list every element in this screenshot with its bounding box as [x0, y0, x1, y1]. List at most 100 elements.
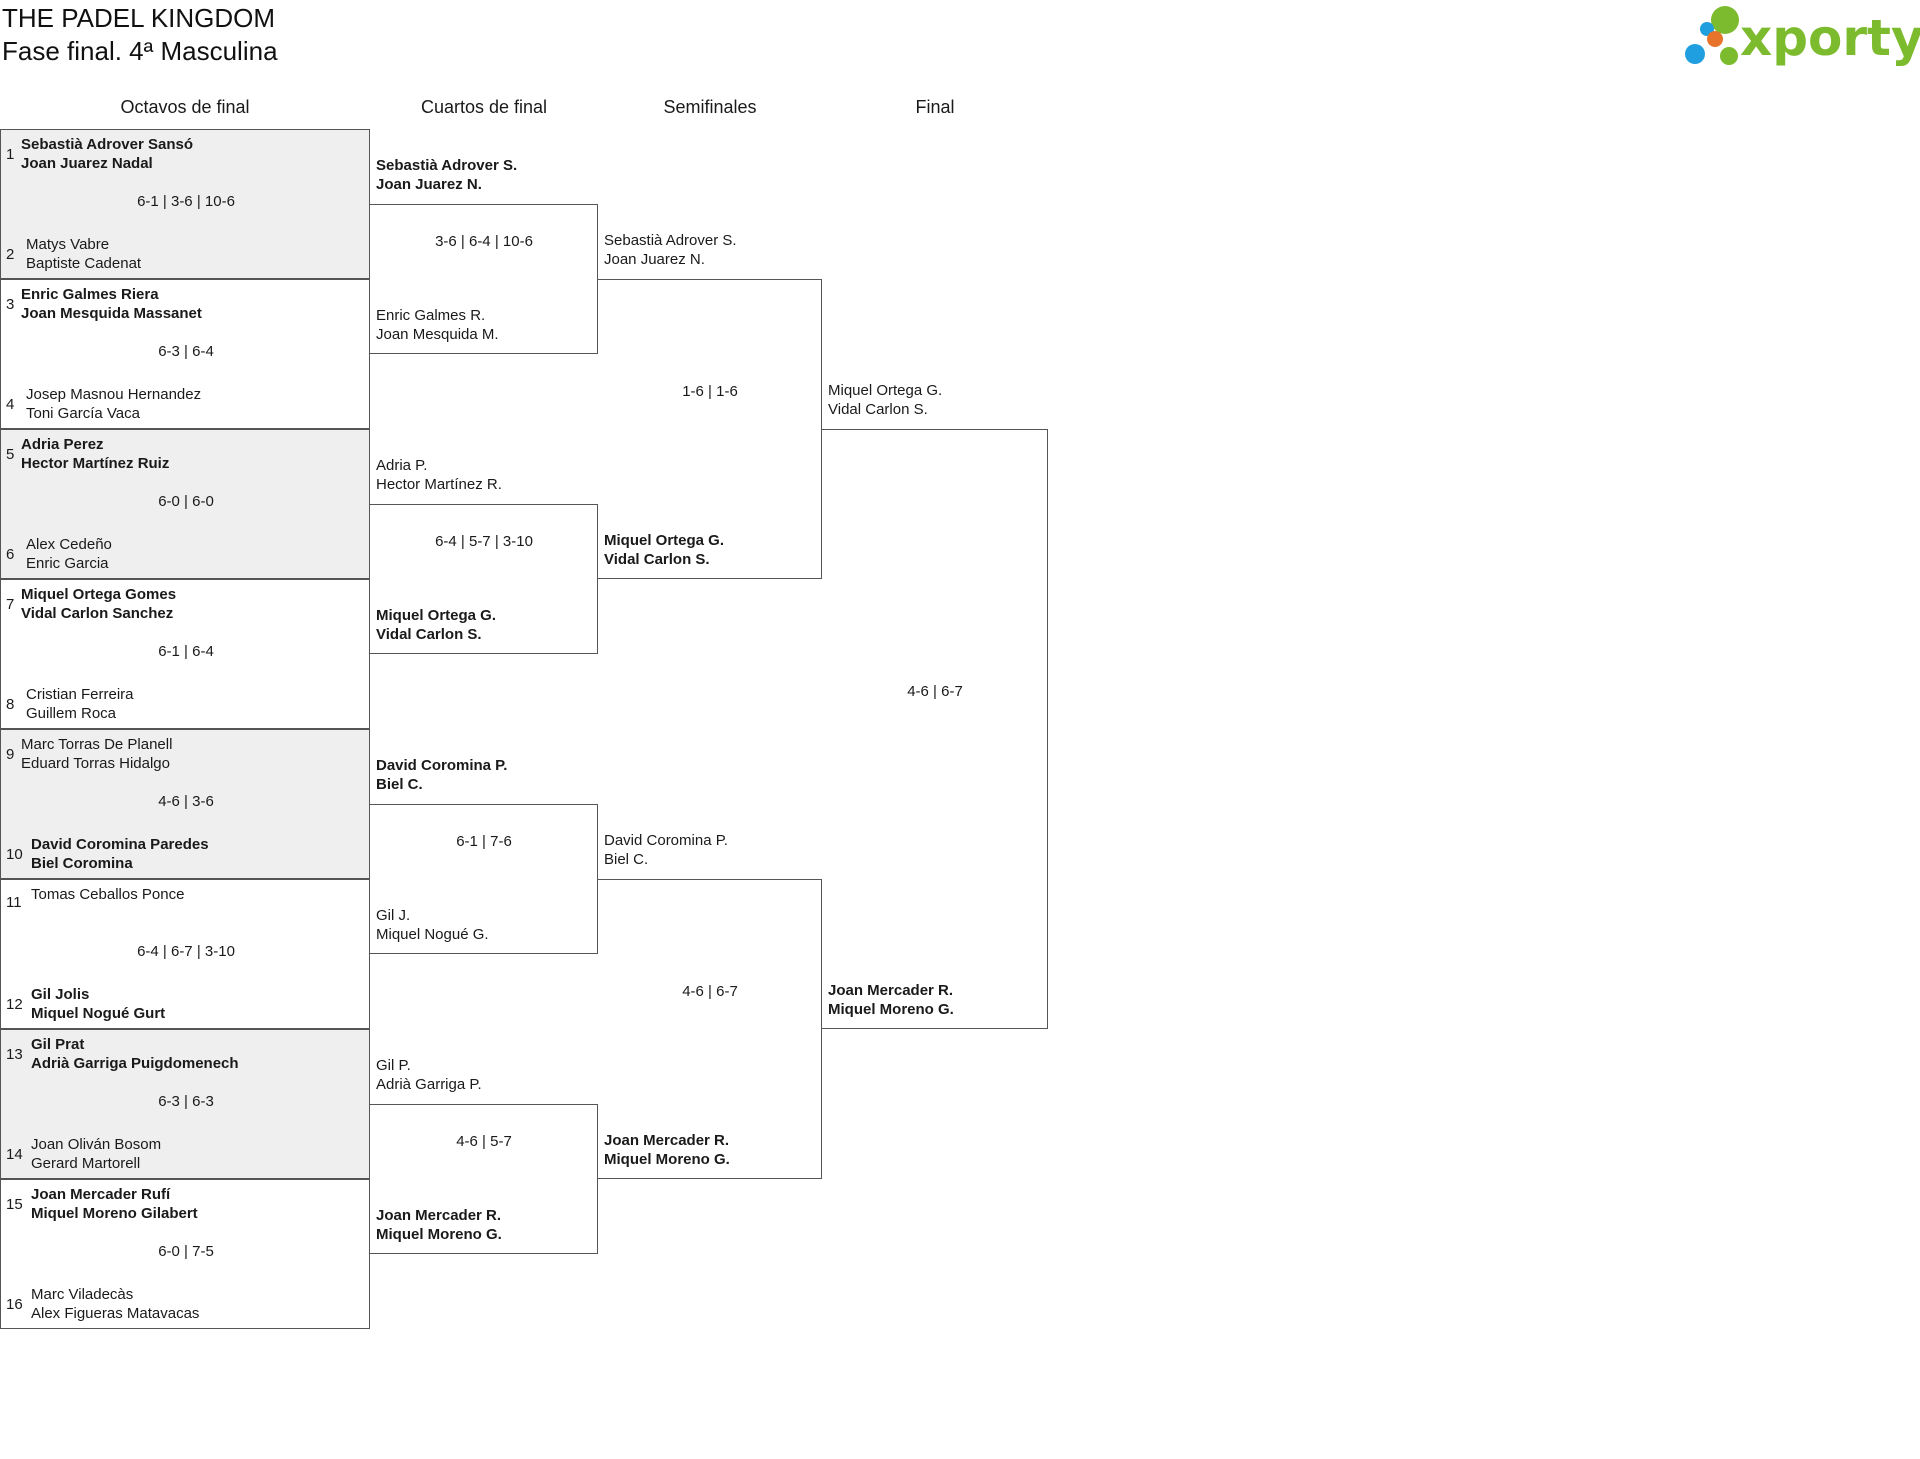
player-name: David Coromina P. — [376, 757, 508, 774]
seed-number: 13 — [6, 1046, 23, 1063]
qf-connector — [370, 204, 598, 354]
player-name: Sebastià Adrover S. — [376, 157, 518, 174]
player-name: Vidal Carlon S. — [376, 626, 482, 643]
qf-team-b: Joan Mercader R. Miquel Moreno G. — [376, 1206, 502, 1244]
match-score: 6-0 | 6-0 — [158, 493, 214, 510]
player-name: David Coromina Paredes — [31, 836, 209, 853]
logo-dot-green-icon — [1711, 6, 1739, 34]
player-name: Eduard Torras Hidalgo — [21, 755, 170, 772]
sf-connector — [598, 279, 822, 579]
player-name: Hector Martínez Ruiz — [21, 455, 170, 472]
logo-dot-blue-large-icon — [1685, 44, 1705, 64]
seed-number: 14 — [6, 1146, 23, 1163]
sf-connector — [598, 879, 822, 1179]
player-name: Miquel Ortega Gomes — [21, 586, 177, 603]
player-name: Marc Viladecàs — [31, 1286, 134, 1303]
sf-team-a: Sebastià Adrover S. Joan Juarez N. — [604, 231, 737, 269]
player-name: Enric Garcia — [26, 555, 109, 572]
qf-team-b: Enric Galmes R.Joan Mesquida M. — [376, 306, 499, 344]
qf-team-a: Adria P.Hector Martínez R. — [376, 456, 502, 494]
sf-team-a: David Coromina P. Biel C. — [604, 831, 728, 869]
player-name: Guillem Roca — [26, 705, 117, 722]
player-name: Gil Prat — [31, 1036, 85, 1053]
player-name: Adrià Garriga Puigdomenech — [31, 1055, 239, 1072]
player-name: Joan Juarez Nadal — [21, 155, 153, 172]
player-name: Joan Mercader R. — [828, 982, 954, 999]
player-name: Joan Mercader Rufí — [31, 1186, 171, 1203]
seed-number: 5 — [6, 446, 15, 463]
player-name: Vidal Carlon Sanchez — [21, 605, 174, 622]
player-name: David Coromina P. — [604, 832, 728, 849]
round-header-sf: Semifinales — [663, 97, 757, 117]
player-name: Gil Jolis — [31, 986, 90, 1003]
player-name: Adrià Garriga P. — [376, 1076, 482, 1093]
qf-score: 4-6 | 5-7 — [456, 1133, 512, 1150]
final-team-b: Joan Mercader R.Miquel Moreno G. — [828, 981, 954, 1019]
qf-score: 3-6 | 6-4 | 10-6 — [435, 233, 533, 250]
player-name: Cristian Ferreira — [26, 686, 134, 703]
player-name: Baptiste Cadenat — [26, 255, 142, 272]
logo-dot-green-small-icon — [1720, 47, 1738, 65]
final-score: 4-6 | 6-7 — [907, 683, 963, 700]
seed-number: 9 — [6, 746, 15, 763]
final-connector — [822, 429, 1048, 1029]
player-name: Joan Mercader R. — [604, 1132, 730, 1149]
seed-number: 12 — [6, 996, 23, 1013]
player-name: Joan Mercader R. — [376, 1207, 502, 1224]
player-name: Adria Perez — [21, 436, 104, 453]
player-name: Sebastià Adrover S. — [604, 232, 737, 249]
player-name: Biel Coromina — [31, 855, 133, 872]
player-name: Alex Figueras Matavacas — [31, 1305, 200, 1322]
match-score: 6-0 | 7-5 — [158, 1243, 214, 1260]
qf-connector — [370, 804, 598, 954]
qf-team-a: Sebastià Adrover S.Joan Juarez N. — [376, 156, 517, 194]
player-name: Gil J. — [376, 907, 411, 924]
xporty-logo: xporty — [1680, 0, 1920, 80]
player-name: Biel C. — [604, 851, 649, 868]
player-name: Miquel Ortega G. — [376, 607, 497, 624]
player-name: Miquel Moreno G. — [376, 1226, 502, 1243]
match-score: 6-4 | 6-7 | 3-10 — [137, 943, 235, 960]
player-name: Miquel Nogué G. — [376, 926, 489, 943]
player-name: Sebastià Adrover Sansó — [21, 136, 194, 153]
team-a: Tomas Ceballos Ponce — [31, 885, 184, 904]
seed-number: 6 — [6, 546, 15, 563]
player-name: Alex Cedeño — [26, 536, 112, 553]
seed-number: 4 — [6, 396, 15, 413]
player-name: Gil P. — [376, 1057, 411, 1074]
player-name: Joan Oliván Bosom — [31, 1136, 162, 1153]
final-team-a: Miquel Ortega G.Vidal Carlon S. — [828, 381, 942, 419]
qf-score: 6-1 | 7-6 — [456, 833, 512, 850]
player-name: Matys Vabre — [26, 236, 110, 253]
player-name: Vidal Carlon S. — [604, 551, 710, 568]
qf-team-b: Miquel Ortega G. Vidal Carlon S. — [376, 606, 496, 644]
seed-number: 11 — [6, 894, 22, 911]
player-name: Toni García Vaca — [26, 405, 140, 422]
player-name: Miquel Moreno Gilabert — [31, 1205, 198, 1222]
match-score: 4-6 | 3-6 — [158, 793, 214, 810]
seed-number: 15 — [6, 1196, 23, 1213]
player-name: Miquel Ortega G. — [828, 382, 943, 399]
seed-number: 1 — [6, 146, 15, 163]
player-name: Joan Juarez N. — [604, 251, 705, 268]
player-name: Enric Galmes Riera — [21, 286, 159, 303]
match-score: 6-3 | 6-4 — [158, 343, 214, 360]
qf-connector — [370, 1104, 598, 1254]
sf-score: 1-6 | 1-6 — [682, 383, 738, 400]
player-name: Miquel Moreno G. — [604, 1151, 730, 1168]
